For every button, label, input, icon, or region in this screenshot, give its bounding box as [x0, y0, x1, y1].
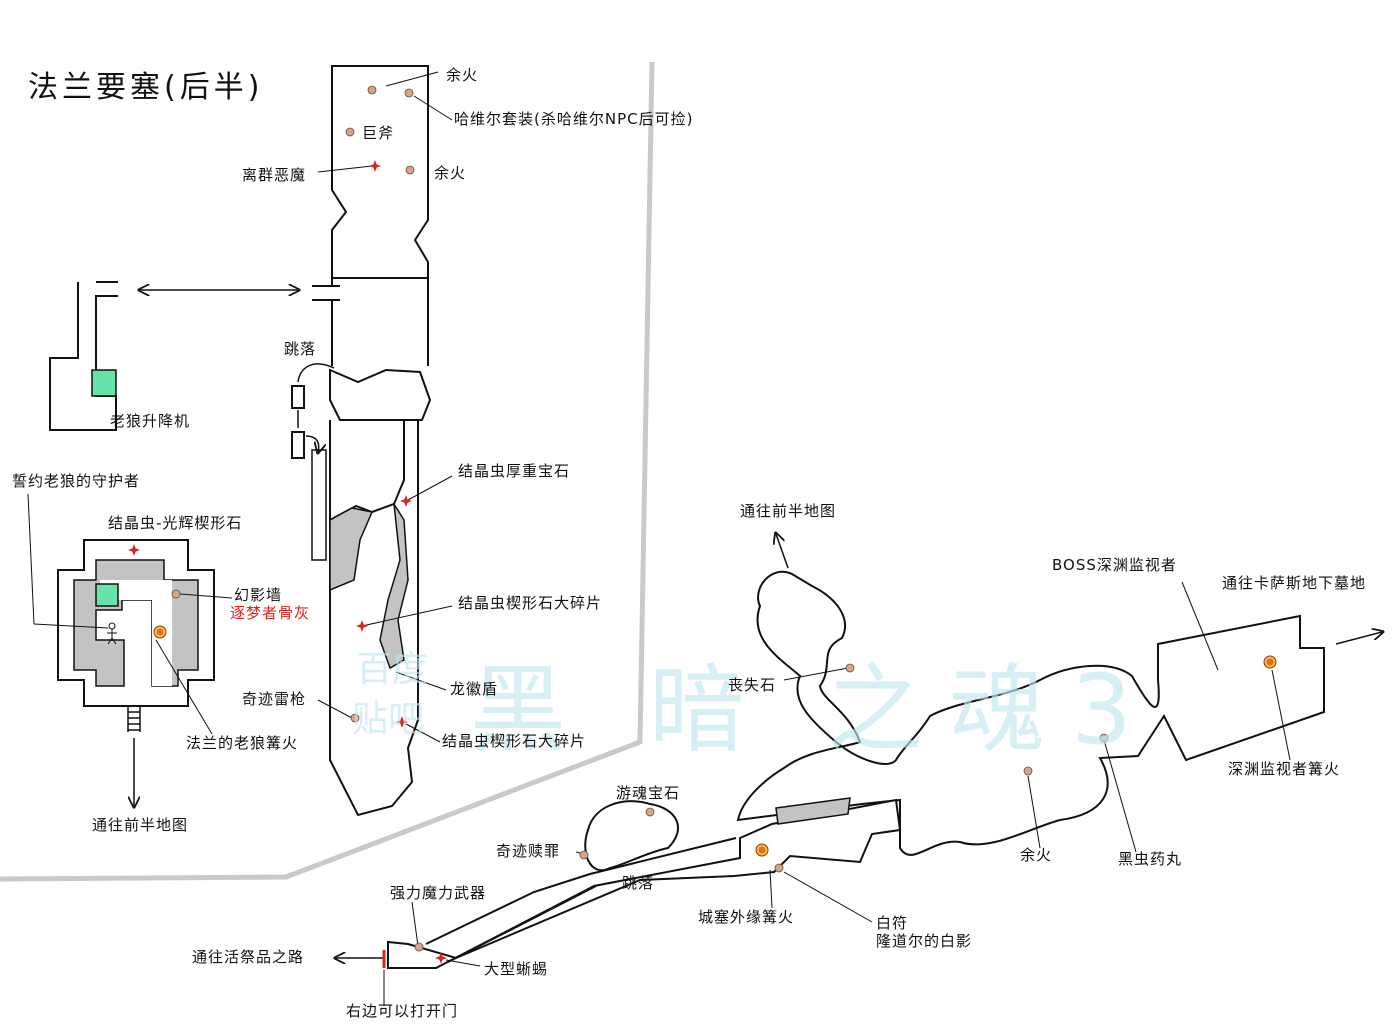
- demon-marker[interactable]: [369, 160, 381, 172]
- tower-corridor: [312, 278, 429, 366]
- outskirts-bonfire-marker[interactable]: [755, 843, 769, 857]
- label-large-titanite-2: 结晶虫楔形石大碎片: [442, 732, 587, 750]
- label-jump-2: 跳落: [622, 874, 655, 892]
- drop-arrows: [297, 363, 335, 452]
- to-first-half-arrow: [776, 534, 789, 569]
- wolf-room-green-block: [95, 583, 119, 607]
- lost-stone-marker[interactable]: [845, 663, 855, 673]
- frame-line: [0, 61, 655, 882]
- watermark-small-top: 百度: [356, 649, 429, 690]
- ember-2-marker[interactable]: [405, 165, 415, 175]
- weapon-marker[interactable]: [414, 942, 424, 952]
- label-to-sacrifice-road[interactable]: 通往活祭品之路: [192, 948, 305, 966]
- label-lightning-spear: 奇迹雷枪: [242, 690, 307, 708]
- watermark-big: 黑 暗 之魂3: [470, 654, 1159, 766]
- label-outskirts-bonfire: 城塞外缘篝火: [698, 908, 795, 926]
- watermark-small-bottom: 贴吧: [352, 699, 425, 740]
- old-wolf-room-inner: [100, 580, 172, 686]
- label-jump-1: 跳落: [284, 340, 317, 358]
- large-titanite-1-marker[interactable]: [356, 620, 368, 632]
- radiant-wedge-marker[interactable]: [128, 544, 140, 556]
- label-havel-set: 哈维尔套装(杀哈维尔NPC后可捡): [454, 110, 694, 128]
- label-weapon: 强力魔力武器: [390, 884, 487, 902]
- label-ember-top: 余火: [446, 66, 479, 84]
- tower-mid: [329, 368, 432, 421]
- label-great-axe: 巨斧: [362, 124, 395, 142]
- wolf-room-ladder: [127, 706, 141, 732]
- rock-band-1: [329, 507, 374, 592]
- to-catacombs-arrow: [1335, 632, 1382, 645]
- outskirts-rock: [775, 797, 851, 825]
- elevator-platform: [91, 369, 117, 397]
- label-large-titanite-1: 结晶虫楔形石大碎片: [458, 594, 603, 612]
- label-lost-stone: 丧失石: [728, 676, 777, 694]
- soul-gem-cave: [584, 800, 679, 872]
- label-door: 右边可以打开门: [346, 1002, 459, 1020]
- dreamchaser-ashes-marker[interactable]: [171, 589, 181, 599]
- miracle-marker[interactable]: [579, 850, 589, 860]
- label-demon: 离群恶魔: [242, 166, 307, 184]
- white-sign-marker[interactable]: [774, 863, 784, 873]
- soul-gem-marker[interactable]: [645, 807, 655, 817]
- abyss-bonfire-marker[interactable]: [1263, 655, 1277, 669]
- old-wolf-bonfire-marker[interactable]: [153, 625, 167, 639]
- black-bug-pellet-marker[interactable]: [1099, 733, 1109, 743]
- ramp: [425, 837, 737, 963]
- label-covenant: 誓约老狼的守护者: [12, 472, 141, 490]
- label-to-first-half-right[interactable]: 通往前半地图: [740, 502, 837, 520]
- large-titanite-2-marker[interactable]: [396, 716, 408, 728]
- label-ember-2: 余火: [434, 164, 467, 182]
- label-radiant-wedge: 结晶虫-光辉楔形石: [108, 514, 243, 532]
- drop-block-1: [291, 385, 305, 409]
- havel-set-marker[interactable]: [404, 88, 414, 98]
- label-wolf-elevator: 老狼升降机: [110, 412, 191, 430]
- rock-band-2: [379, 503, 409, 670]
- label-dreamchaser-ashes: 逐梦者骨灰: [230, 604, 311, 622]
- ember-3-marker[interactable]: [1023, 766, 1033, 776]
- tower-left-wall: [311, 449, 327, 561]
- label-twinkling-titanite: 结晶虫厚重宝石: [458, 462, 571, 480]
- twinkling-titanite-marker[interactable]: [400, 495, 412, 507]
- tower-lower: [329, 419, 419, 817]
- map-title: 法兰要塞(后半): [28, 70, 264, 105]
- label-white-sign: 白符: [876, 914, 909, 932]
- lightning-spear-marker[interactable]: [350, 713, 360, 723]
- label-miracle: 奇迹赎罪: [496, 842, 561, 860]
- label-illusory-wall: 幻影墙: [234, 586, 283, 604]
- label-abyss-bonfire: 深渊监视者篝火: [1228, 760, 1341, 778]
- label-great-crab: 大型蜥蜴: [484, 960, 549, 978]
- marker-layer: [128, 85, 1277, 964]
- label-white-phantom: 隆道尔的白影: [876, 932, 973, 950]
- label-to-first-half-left[interactable]: 通往前半地图: [92, 816, 189, 834]
- great-axe-marker[interactable]: [345, 127, 355, 137]
- label-black-bug-pellet: 黑虫药丸: [1118, 850, 1183, 868]
- label-to-catacombs[interactable]: 通往卡萨斯地下墓地: [1222, 574, 1367, 592]
- great-crab-marker[interactable]: [435, 952, 447, 964]
- label-boss: BOSS深渊监视者: [1052, 556, 1177, 574]
- leader-lines: [27, 71, 1291, 1006]
- label-soul-gem: 游魂宝石: [616, 784, 681, 802]
- first-half-cave: [736, 570, 1325, 856]
- wolf-elevator-shaft: [49, 281, 118, 431]
- covenant-figure: [107, 622, 117, 645]
- ember-top-marker[interactable]: [367, 85, 377, 95]
- label-dragon-shield: 龙徽盾: [450, 680, 499, 698]
- label-old-wolf-bonfire: 法兰的老狼篝火: [186, 734, 299, 752]
- drop-block-2: [291, 431, 305, 459]
- label-ember-3: 余火: [1020, 846, 1053, 864]
